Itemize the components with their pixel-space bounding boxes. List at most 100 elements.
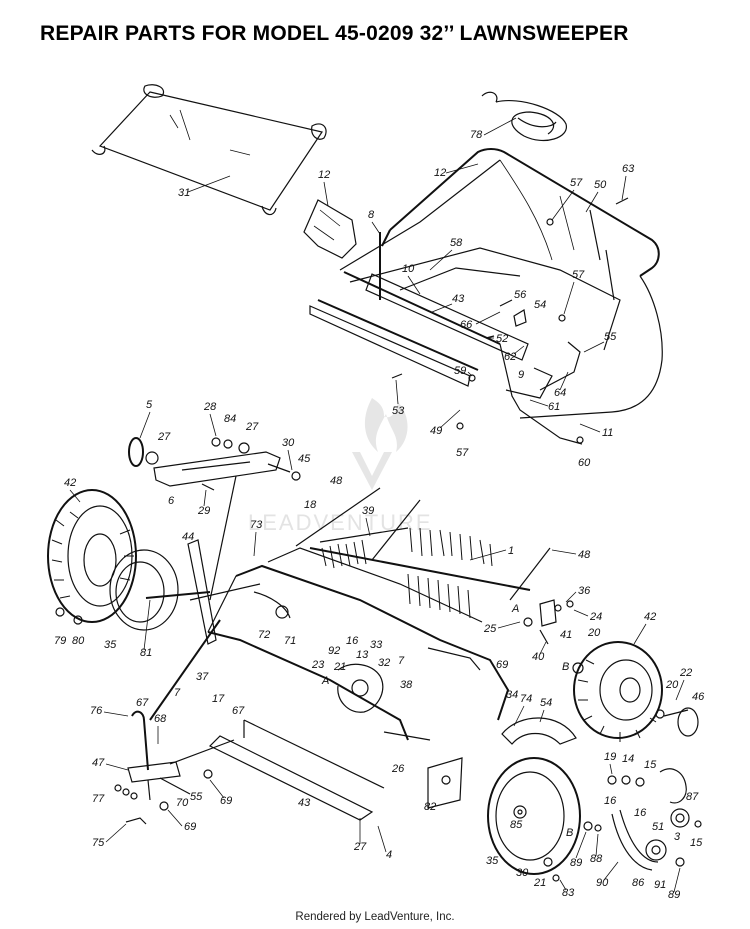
callout-39: 39 — [362, 505, 374, 517]
callout-69a: 69 — [496, 659, 508, 671]
watermark-text: LEADVENTURE — [248, 510, 433, 535]
callout-62: 62 — [504, 351, 516, 363]
callout-55b: 55 — [190, 791, 203, 803]
callout-43b: 43 — [298, 797, 311, 809]
callout-58: 58 — [450, 237, 463, 249]
callout-15a: 15 — [644, 759, 657, 771]
callout-37: 37 — [196, 671, 209, 683]
callout-48b: 48 — [578, 549, 591, 561]
callout-87: 87 — [686, 791, 699, 803]
callout-59: 59 — [454, 365, 466, 377]
callout-31: 31 — [178, 187, 190, 199]
cord-part — [481, 91, 567, 142]
callout-73: 73 — [250, 519, 263, 531]
right-wheel-assembly — [572, 641, 699, 742]
handle-bracket-assembly — [128, 437, 301, 601]
callout-47: 47 — [92, 757, 105, 769]
callout-66: 66 — [460, 319, 473, 331]
callout-27a: 27 — [157, 431, 171, 443]
callout-68: 68 — [154, 713, 167, 725]
callout-25: 25 — [483, 623, 497, 635]
leadventure-watermark: LEADVENTURE — [248, 398, 433, 535]
callout-12a: 12 — [318, 169, 330, 181]
callout-89a: 89 — [570, 857, 582, 869]
callout-17: 17 — [212, 693, 225, 705]
callout-85: 85 — [510, 819, 523, 831]
callout-50: 50 — [594, 179, 607, 191]
callout-5: 5 — [146, 399, 153, 411]
callout-1: 1 — [508, 545, 514, 557]
callout-16b: 16 — [604, 795, 617, 807]
callout-82: 82 — [424, 801, 436, 813]
callout-77: 77 — [92, 793, 105, 805]
callout-76: 76 — [90, 705, 103, 717]
hopper-bag-assembly — [303, 148, 663, 445]
callout-33: 33 — [370, 639, 383, 651]
callout-26: 26 — [391, 763, 405, 775]
callout-27b: 27 — [245, 421, 259, 433]
callout-63: 63 — [622, 163, 635, 175]
callout-72: 72 — [258, 629, 270, 641]
callout-92: 92 — [328, 645, 340, 657]
callout-56: 56 — [514, 289, 527, 301]
callout-88: 88 — [590, 853, 603, 865]
callout-8: 8 — [368, 209, 375, 221]
callout-15b: 15 — [690, 837, 703, 849]
callout-40: 40 — [532, 651, 545, 663]
callout-11: 11 — [602, 427, 613, 439]
callout-21b: 21 — [533, 877, 546, 889]
callout-54: 54 — [534, 299, 546, 311]
callout-55: 55 — [604, 331, 617, 343]
callout-67a: 67 — [232, 705, 245, 717]
callout-51: 51 — [652, 821, 664, 833]
callout-70: 70 — [176, 797, 189, 809]
callout-3: 3 — [674, 831, 681, 843]
callout-19: 19 — [604, 751, 616, 763]
right-bearing-parts — [523, 599, 574, 645]
callout-38: 38 — [400, 679, 413, 691]
callout-80: 80 — [72, 635, 85, 647]
sweeper-housing — [187, 539, 510, 741]
callout-B2: B — [566, 827, 573, 839]
callout-9: 9 — [518, 369, 524, 381]
callout-30b: 30 — [516, 867, 529, 879]
callout-12b: 12 — [434, 167, 446, 179]
callout-81: 81 — [140, 647, 152, 659]
footer-credit: Rendered by LeadVenture, Inc. — [295, 911, 455, 923]
callout-27c: 27 — [353, 841, 367, 853]
callout-21a: 21 — [333, 661, 346, 673]
callout-labels: 31 78 12 12 63 57 50 8 58 10 57 43 56 54… — [54, 117, 705, 901]
callout-18: 18 — [304, 499, 317, 511]
callout-6: 6 — [168, 495, 175, 507]
page-title: REPAIR PARTS FOR MODEL 45-0209 32’’ LAWN… — [40, 22, 629, 45]
callout-20b: 20 — [665, 679, 679, 691]
callout-67b: 67 — [136, 697, 149, 709]
callout-69b: 69 — [220, 795, 232, 807]
callout-23: 23 — [311, 659, 325, 671]
callout-43a: 43 — [452, 293, 465, 305]
callout-74: 74 — [520, 693, 532, 705]
callout-53: 53 — [392, 405, 405, 417]
callout-41: 41 — [560, 629, 572, 641]
callout-64: 64 — [554, 387, 566, 399]
callout-14: 14 — [622, 753, 634, 765]
callout-10: 10 — [402, 263, 415, 275]
callout-57a: 57 — [570, 177, 583, 189]
callout-7a: 7 — [398, 655, 405, 667]
callout-57c: 57 — [456, 447, 469, 459]
callout-86: 86 — [632, 877, 645, 889]
callout-90: 90 — [596, 877, 609, 889]
callout-52: 52 — [496, 333, 508, 345]
callout-45: 45 — [298, 453, 311, 465]
callout-79: 79 — [54, 635, 66, 647]
callout-84: 84 — [224, 413, 236, 425]
callout-29: 29 — [197, 505, 210, 517]
callout-22: 22 — [679, 667, 692, 679]
callout-89b: 89 — [668, 889, 680, 901]
callout-60: 60 — [578, 457, 591, 469]
callout-78: 78 — [470, 129, 483, 141]
bag-cover-part — [91, 84, 327, 216]
callout-46: 46 — [692, 691, 705, 703]
callout-B1: B — [562, 661, 569, 673]
